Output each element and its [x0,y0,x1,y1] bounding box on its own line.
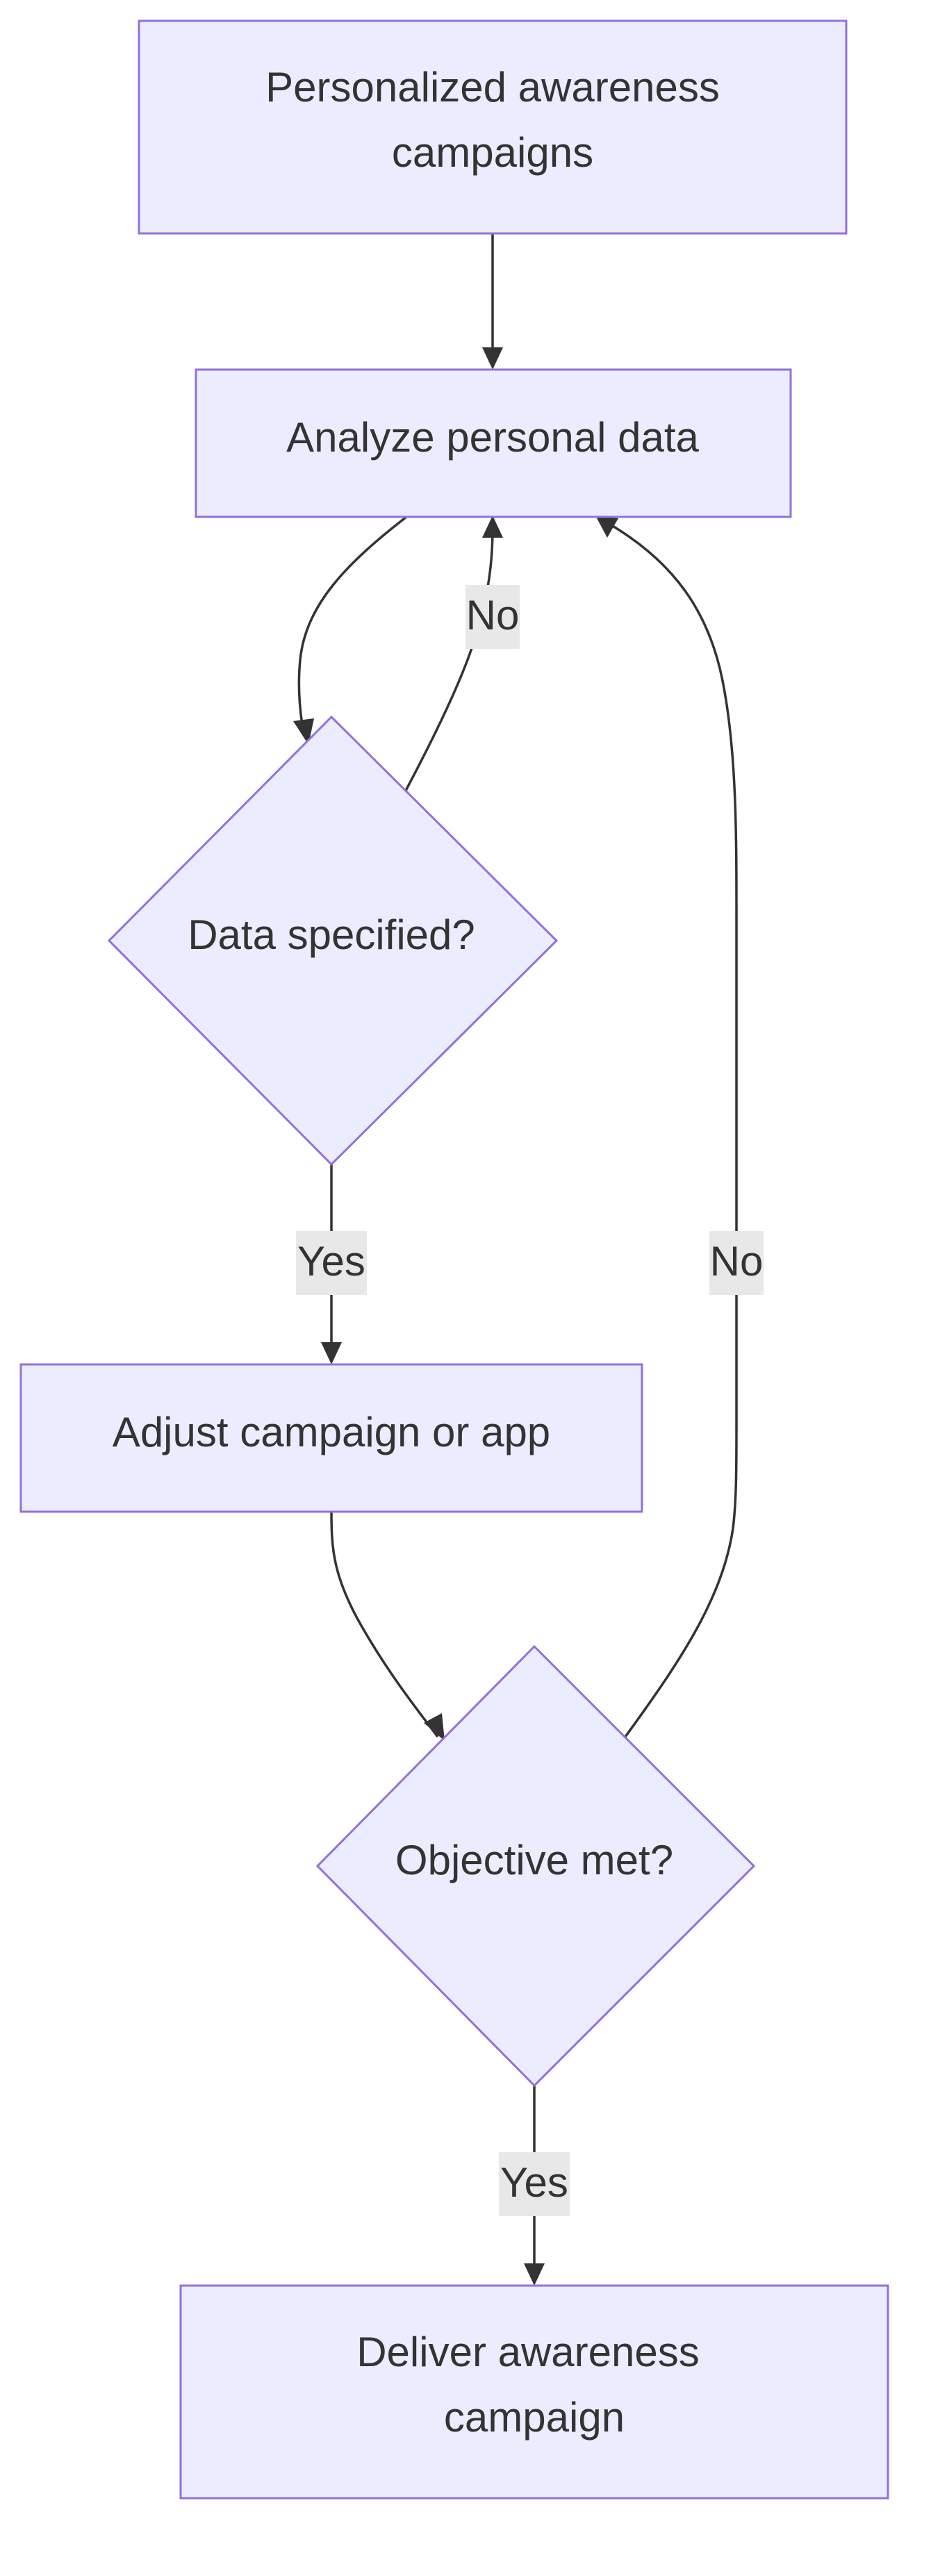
node-deliver-awareness-campaign: Deliver awareness campaign [179,2284,889,2500]
edge-data-specified-no [404,527,494,791]
arrowhead-analyze-top [482,347,503,370]
node-deliver-line1: Deliver awareness [356,2329,700,2375]
arrowhead-objective-top [424,1713,445,1741]
node-adjust-campaign-or-app: Adjust campaign or app [19,1363,643,1513]
arrowhead-adjust-top [321,1342,342,1364]
node-analyze-label: Analyze personal data [286,414,699,461]
node-objective-met-decision: Objective met? [315,1644,756,2088]
edge-analyze-to-data-specified [297,515,408,737]
arrowhead-deliver-top [524,2263,545,2286]
node-adjust-label: Adjust campaign or app [113,1409,550,1455]
svg-text:Yes: Yes [297,1238,365,1285]
edge-objective-no [611,524,738,1738]
node-data-specified-decision: Data specified? [107,715,559,1166]
svg-text:Yes: Yes [500,2159,568,2206]
arrowhead-analyze-right [596,517,618,538]
svg-text:No: No [710,1238,764,1285]
edge-label-data-yes: Yes [296,1231,367,1295]
arrowhead-data-specified-top [293,718,314,745]
edge-label-objective-no: No [709,1231,764,1295]
svg-text:No: No [466,592,520,638]
edge-label-data-no: No [466,585,520,649]
node-deliver-line2: campaign [444,2394,625,2441]
node-personalized-line2: campaigns [392,129,593,176]
node-data-specified-label: Data specified? [188,911,475,958]
node-objective-label: Objective met? [395,1837,673,1883]
arrowhead-analyze-no [482,515,503,538]
edge-label-objective-yes: Yes [499,2152,570,2216]
node-personalized-line1: Personalized awareness [265,64,720,110]
node-personalized-awareness-campaigns: Personalized awareness campaigns [138,19,848,235]
node-analyze-personal-data: Analyze personal data [195,368,792,518]
edge-adjust-to-objective [330,1511,439,1738]
